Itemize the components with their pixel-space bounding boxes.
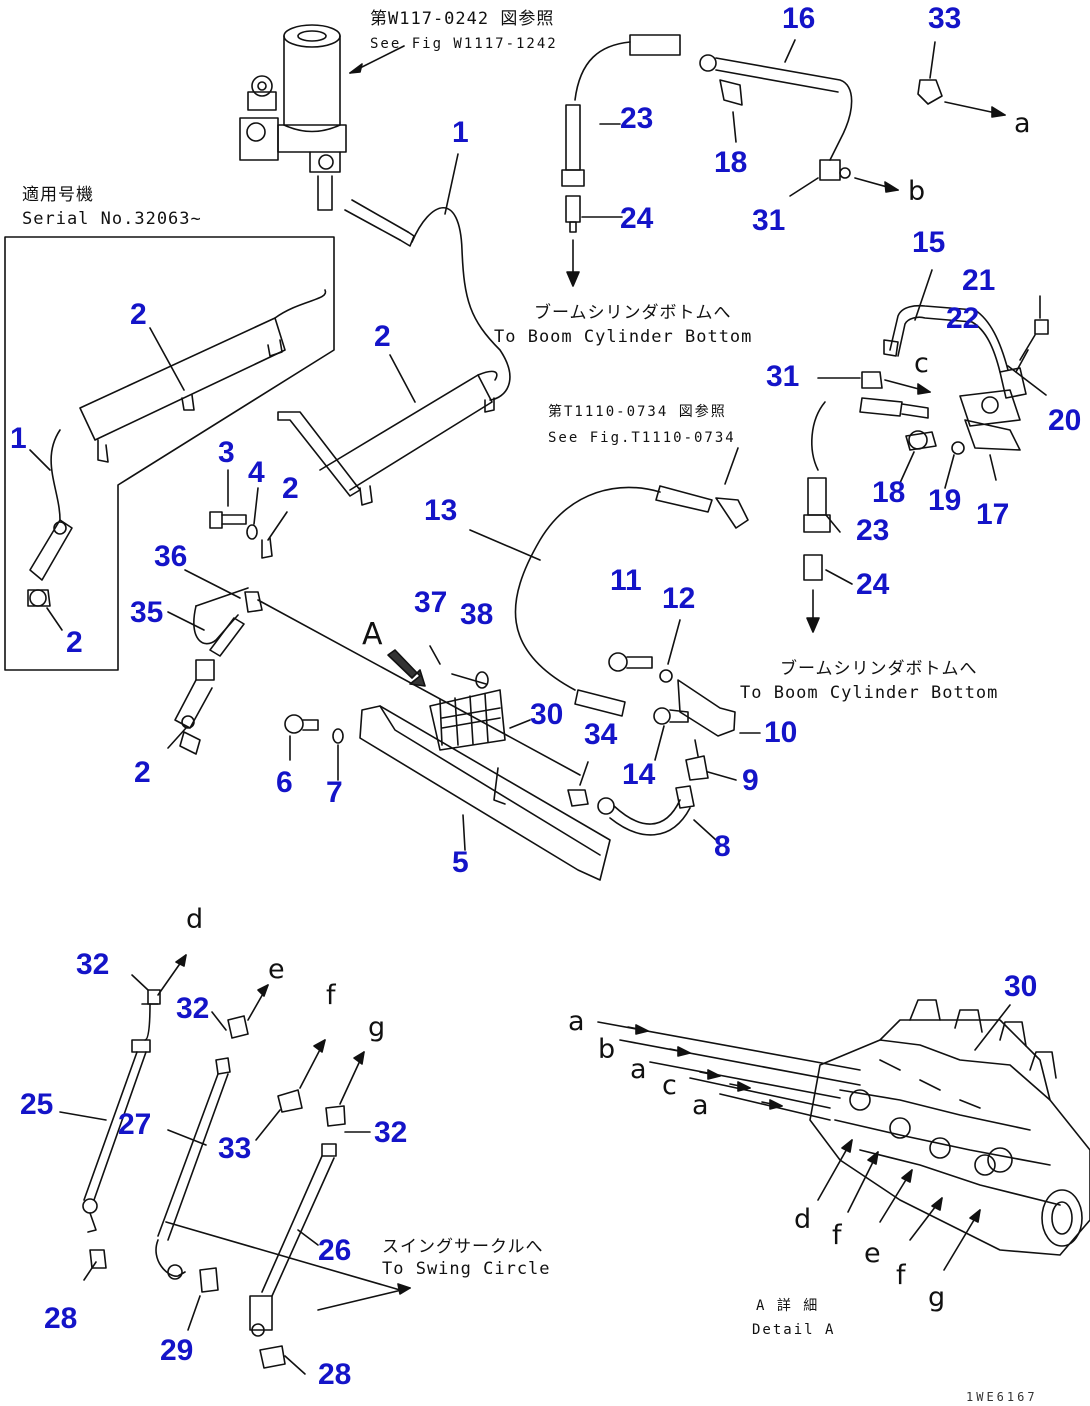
boom-note-jp: ブームシリンダボトムへ [534, 303, 732, 323]
outlet-letter-d: d [794, 1204, 812, 1235]
callout-23: 23 [620, 102, 654, 135]
callout-32: 32 [176, 992, 210, 1025]
callout-9: 9 [742, 764, 759, 797]
callout-8: 8 [714, 830, 731, 863]
port-letter-d: d [186, 904, 204, 935]
inlet-letter-a: a [630, 1054, 647, 1085]
detail-title-en: Detail A [752, 1322, 836, 1338]
inlet-letter-b: b [598, 1034, 616, 1065]
callout-10: 10 [764, 716, 798, 749]
callout-26: 26 [318, 1234, 352, 1267]
callout-16: 16 [782, 2, 816, 35]
callout-23: 23 [856, 514, 890, 547]
port-letter-e: e [268, 954, 285, 985]
callout-27: 27 [118, 1108, 152, 1141]
reference-note-top-jp: 第W117-0242 図参照 [370, 9, 555, 29]
outlet-letter-g: g [928, 1282, 946, 1313]
callout-1: 1 [452, 116, 469, 149]
callout-31: 31 [752, 204, 786, 237]
callout-12: 12 [662, 582, 696, 615]
callout-7: 7 [326, 776, 343, 809]
outlet-letter-f: f [896, 1260, 906, 1291]
callout-33: 33 [218, 1132, 252, 1165]
callout-31: 31 [766, 360, 800, 393]
callout-18: 18 [714, 146, 748, 179]
callout-13: 13 [424, 494, 458, 527]
detail-title-jp: A 詳 細 [756, 1298, 820, 1314]
port-letter-c: c [914, 348, 929, 379]
port-letter-g: g [368, 1012, 386, 1043]
callout-29: 29 [160, 1334, 194, 1367]
callout-30: 30 [1004, 970, 1038, 1003]
callout-36: 36 [154, 540, 188, 573]
hose-13 [514, 486, 661, 691]
callout-11: 11 [610, 564, 642, 597]
port-letter-a: a [1014, 108, 1031, 139]
callout-1: 1 [10, 422, 27, 455]
callout-17: 17 [976, 498, 1010, 531]
valve-detail-body [809, 999, 1090, 1256]
callout-18: 18 [872, 476, 906, 509]
callout-22: 22 [946, 302, 980, 335]
callout-2: 2 [134, 756, 151, 789]
callout-5: 5 [452, 846, 469, 879]
callout-28: 28 [318, 1358, 352, 1391]
callout-2: 2 [130, 298, 147, 331]
callout-2: 2 [282, 472, 299, 505]
reference-note-mid-jp: 第T1110-0734 図参照 [548, 404, 727, 420]
filter-pump-unit [239, 24, 415, 247]
callout-30: 30 [530, 698, 564, 731]
callout-38: 38 [460, 598, 494, 631]
callout-20: 20 [1048, 404, 1082, 437]
hose-1 [411, 206, 511, 401]
callout-37: 37 [414, 586, 448, 619]
boom-note-en: To Boom Cylinder Bottom [494, 327, 753, 347]
callout-3: 3 [218, 436, 235, 469]
view-arrow-label: A [362, 617, 383, 652]
port-letter-b: b [908, 176, 926, 207]
callout-32: 32 [374, 1116, 408, 1149]
drawing-code: 1WE6167 [966, 1390, 1038, 1404]
callout-14: 14 [622, 758, 656, 791]
callout-2: 2 [66, 626, 83, 659]
callout-6: 6 [276, 766, 293, 799]
callout-25: 25 [20, 1088, 54, 1121]
callout-24: 24 [856, 568, 890, 601]
callout-2: 2 [374, 320, 391, 353]
callout-21: 21 [962, 264, 996, 297]
outlet-letter-f: f [832, 1220, 842, 1251]
callout-34: 34 [584, 718, 618, 751]
serial-note-jp: 適用号機 [22, 185, 94, 205]
callout-28: 28 [44, 1302, 78, 1335]
reference-note-mid-en: See Fig.T1110-0734 [548, 430, 736, 446]
port-letter-f: f [326, 980, 336, 1011]
serial-note-en: Serial No.32063~ [22, 209, 202, 229]
boom-note-en: To Boom Cylinder Bottom [740, 683, 999, 703]
callout-15: 15 [912, 226, 946, 259]
callout-35: 35 [130, 596, 164, 629]
boom-note-jp: ブームシリンダボトムへ [780, 659, 978, 679]
reference-note-top-en: See Fig W1117-1242 [370, 36, 558, 52]
swing-note-jp: スイングサークルへ [382, 1237, 544, 1257]
swing-note-en: To Swing Circle [382, 1259, 551, 1279]
callout-32: 32 [76, 948, 110, 981]
callout-33: 33 [928, 2, 962, 35]
callout-24: 24 [620, 202, 654, 235]
inlet-letter-a: a [568, 1006, 585, 1037]
inlet-letter-a: a [692, 1090, 709, 1121]
callout-4: 4 [248, 456, 265, 489]
serial-frame [4, 236, 335, 671]
callout-19: 19 [928, 484, 962, 517]
outlet-letter-e: e [864, 1238, 881, 1269]
inlet-letter-c: c [662, 1070, 677, 1101]
